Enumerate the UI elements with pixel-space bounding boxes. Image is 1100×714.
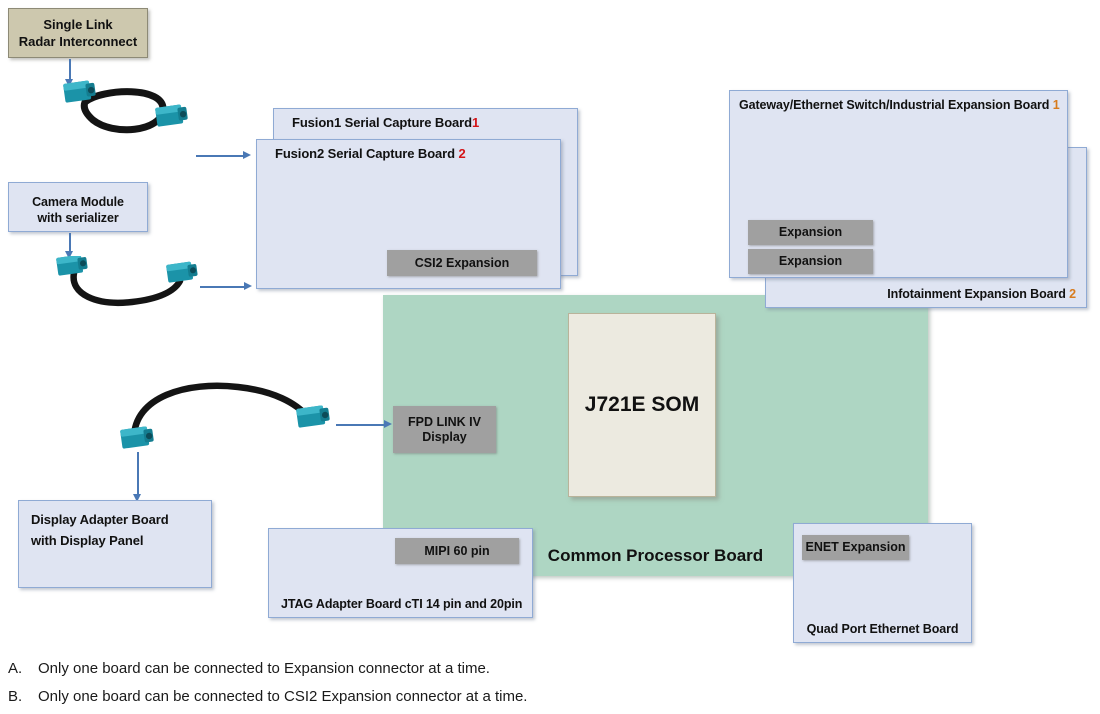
fusion1-label: Fusion1 Serial Capture Board1: [292, 115, 479, 130]
arrow-display-cable-to-adapter-head: [133, 494, 141, 502]
common-processor-board-label: Common Processor Board: [547, 546, 764, 565]
enet-expansion-connector: ENET Expansion: [802, 535, 909, 560]
arrow-camera-to-fusion-head: [244, 282, 252, 290]
fpd-link-line1: FPD LINK IV: [408, 414, 481, 429]
expansion-connector-bottom: Expansion: [748, 249, 873, 274]
arrow-display-cable-to-fpd-head: [384, 420, 392, 428]
fpd-link-line2: Display: [422, 429, 467, 444]
camera-cable-assembly: [56, 256, 198, 306]
expansion-bottom-label: Expansion: [778, 254, 843, 268]
arrow-radar-to-cable-line: [69, 59, 71, 81]
arrow-radar-to-cable-head: [65, 79, 73, 87]
fusion2-label: Fusion2 Serial Capture Board 2: [275, 146, 466, 161]
display-cable-assembly: [120, 382, 330, 449]
csi2-expansion-connector: CSI2 Expansion: [387, 250, 537, 276]
gateway-number: 1: [1052, 98, 1060, 112]
mipi-60-pin-label: MIPI 60 pin: [424, 543, 490, 558]
display-adapter-line1: Display Adapter Board: [31, 512, 169, 527]
fakra-connector-display-right: [296, 405, 330, 428]
arrow-camera-to-cable-head: [65, 251, 73, 259]
radar-interconnect-line2: Radar Interconnect: [18, 34, 138, 49]
enet-expansion-label: ENET Expansion: [805, 540, 906, 554]
radar-interconnect-line1: Single Link: [43, 17, 113, 32]
camera-module-label: Camera Module with serializer: [9, 194, 147, 226]
expansion-connector-top: Expansion: [748, 220, 873, 245]
camera-module-box: Camera Module with serializer: [8, 182, 148, 232]
radar-interconnect-box: Single Link Radar Interconnect: [8, 8, 148, 58]
infotainment-number: 2: [1069, 287, 1076, 301]
expansion-top-label: Expansion: [778, 225, 843, 239]
note-key: A.: [8, 660, 23, 677]
gateway-label-text: Gateway/Ethernet Switch/Industrial Expan…: [739, 98, 1050, 112]
mipi-60-pin-connector: MIPI 60 pin: [395, 538, 519, 564]
note-row: A. Only one board can be connected to Ex…: [0, 655, 1100, 683]
fusion1-label-text: Fusion1 Serial Capture Board: [292, 115, 472, 130]
note-text: Only one board can be connected to Expan…: [38, 660, 490, 677]
note-key: B.: [8, 688, 23, 705]
fusion2-number: 2: [458, 146, 466, 161]
camera-module-line1: Camera Module: [32, 195, 124, 209]
j721e-som-box: J721E SOM: [568, 313, 716, 497]
gateway-label: Gateway/Ethernet Switch/Industrial Expan…: [739, 98, 1060, 112]
fpd-link-iv-display-connector: FPD LINK IV Display: [393, 406, 496, 453]
jtag-board-label: JTAG Adapter Board cTI 14 pin and 20pin: [281, 597, 523, 611]
j721e-som-label: J721E SOM: [584, 393, 700, 416]
radar-cable-assembly: [63, 80, 188, 134]
arrow-radar-to-fusion-head: [243, 151, 251, 159]
camera-module-line2: with serializer: [37, 211, 119, 225]
fakra-connector-camera-right: [166, 261, 198, 283]
display-adapter-board: Display Adapter Board with Display Panel: [18, 500, 212, 588]
fakra-connector-display-left: [120, 426, 154, 449]
gateway-ethernet-industrial-expansion-board: Gateway/Ethernet Switch/Industrial Expan…: [729, 90, 1068, 278]
csi2-expansion-label: CSI2 Expansion: [414, 255, 510, 270]
notes-list: A. Only one board can be connected to Ex…: [0, 655, 1100, 711]
note-text: Only one board can be connected to CSI2 …: [38, 688, 528, 705]
display-adapter-label: Display Adapter Board with Display Panel: [31, 509, 169, 551]
arrow-camera-to-cable-line: [69, 233, 71, 253]
infotainment-label: Infotainment Expansion Board 2: [887, 287, 1076, 301]
infotainment-label-text: Infotainment Expansion Board: [887, 287, 1066, 301]
fakra-connector-right: [155, 104, 188, 127]
arrow-display-cable-to-adapter-line: [137, 452, 139, 496]
quad-ethernet-label: Quad Port Ethernet Board: [806, 622, 959, 636]
arrow-display-cable-to-fpd-line: [336, 424, 385, 426]
arrow-camera-to-fusion-line: [200, 286, 245, 288]
fusion1-number: 1: [471, 115, 480, 130]
arrow-radar-to-fusion-line: [196, 155, 244, 157]
display-adapter-line2: with Display Panel: [31, 533, 144, 548]
note-row: B. Only one board can be connected to CS…: [0, 683, 1100, 711]
fusion2-label-text: Fusion2 Serial Capture Board: [275, 146, 455, 161]
